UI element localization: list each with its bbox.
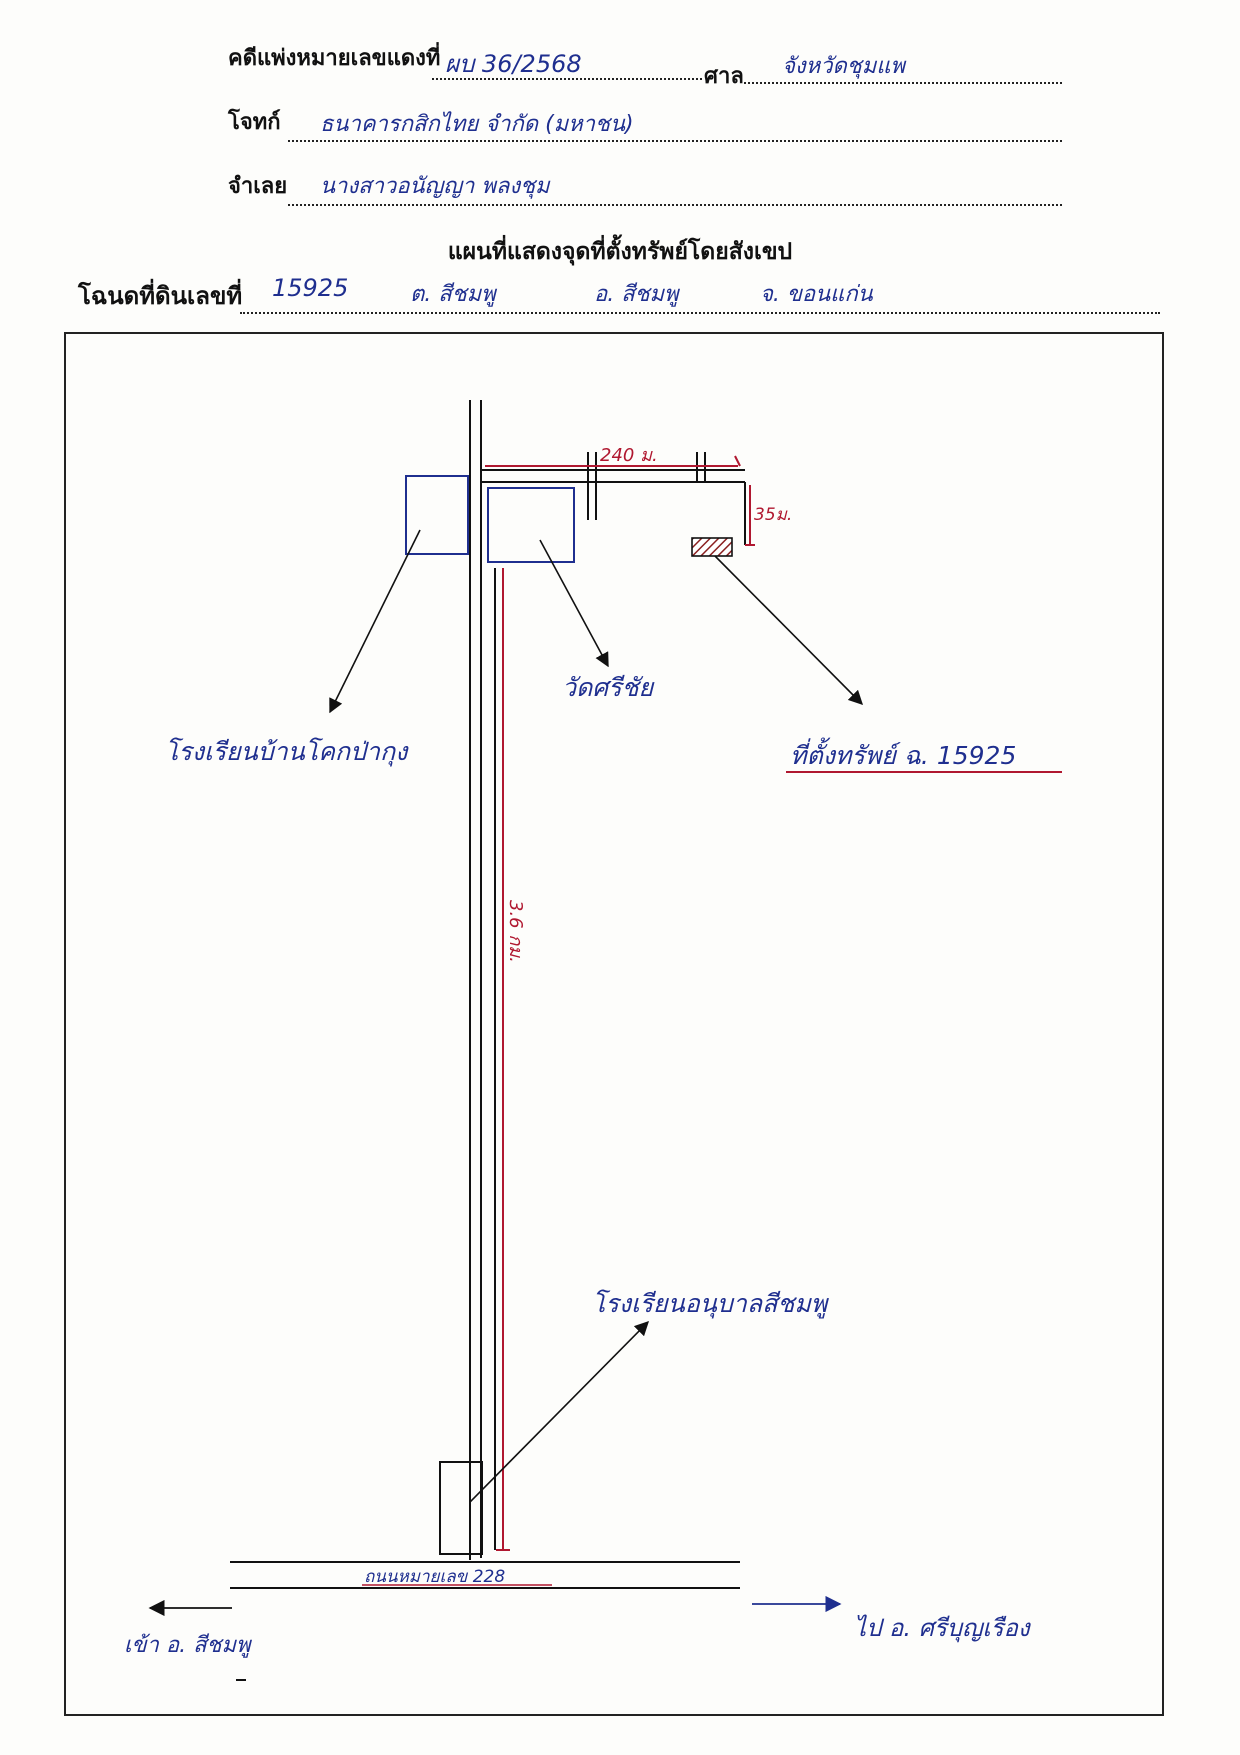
plaintiff-value: ธนาคารกสิกไทย จำกัด (มหาชน) xyxy=(320,112,634,137)
school-south-building xyxy=(439,1461,483,1555)
case-number-dotline xyxy=(432,78,702,80)
court-dotline xyxy=(744,82,1062,84)
deed-number-value: 15925 xyxy=(272,274,349,302)
school-north-arrow xyxy=(329,529,421,714)
direction-left-label: เข้า อ. สีชมพู xyxy=(124,1633,253,1658)
defendant-value: นางสาวอนัญญา พลงชุม xyxy=(320,174,550,199)
case-number-label: คดีแพ่งหมายเลขแดงที่ xyxy=(228,45,441,71)
deed-province: จ. ขอนแก่น xyxy=(760,282,873,307)
width-dimension-label: 240 ม. xyxy=(600,445,658,466)
property-plot xyxy=(691,537,733,557)
defendant-dotline xyxy=(288,204,1062,206)
school-north-building xyxy=(405,475,469,555)
court-label: ศาล xyxy=(704,63,744,89)
school-south-label: โรงเรียนอนุบาลสีชมพู xyxy=(592,1289,830,1319)
map-frame xyxy=(64,332,1164,1716)
court-value: จังหวัดชุมแพ xyxy=(782,54,905,79)
deed-tambon: ต. สีชมพู xyxy=(410,282,496,307)
case-number-value: ผบ 36/2568 xyxy=(445,50,582,78)
plaintiff-label: โจทก์ xyxy=(228,109,281,135)
road-length-label: 3.6 กม. xyxy=(505,900,526,963)
temple-building xyxy=(487,487,575,563)
temple-arrow xyxy=(539,539,609,668)
direction-right-label: ไป อ. ศรีบุญเรือง xyxy=(854,1614,1032,1643)
temple-label: วัดศรีชัย xyxy=(562,673,656,702)
highway-label: ถนนหมายเลข 228 xyxy=(364,1567,505,1587)
property-label: ที่ตั้งทรัพย์ ฉ. 15925 xyxy=(790,737,1016,770)
map-title: แผนที่แสดงจุดที่ตั้งทรัพย์โดยสังเขป xyxy=(447,238,793,265)
deed-number-label: โฉนดที่ดินเลขที่ xyxy=(78,281,243,310)
defendant-label: จำเลย xyxy=(228,173,288,199)
property-arrow xyxy=(714,555,864,706)
depth-dimension-label: 35ม. xyxy=(754,505,792,525)
deed-dotline xyxy=(240,312,1160,314)
school-south-arrow xyxy=(469,1320,650,1503)
deed-amphoe: อ. สีชมพู xyxy=(594,282,679,307)
school-north-label: โรงเรียนบ้านโคกป่ากุง xyxy=(165,737,409,767)
plaintiff-dotline xyxy=(288,140,1062,142)
width-dimension-tick xyxy=(734,455,741,467)
